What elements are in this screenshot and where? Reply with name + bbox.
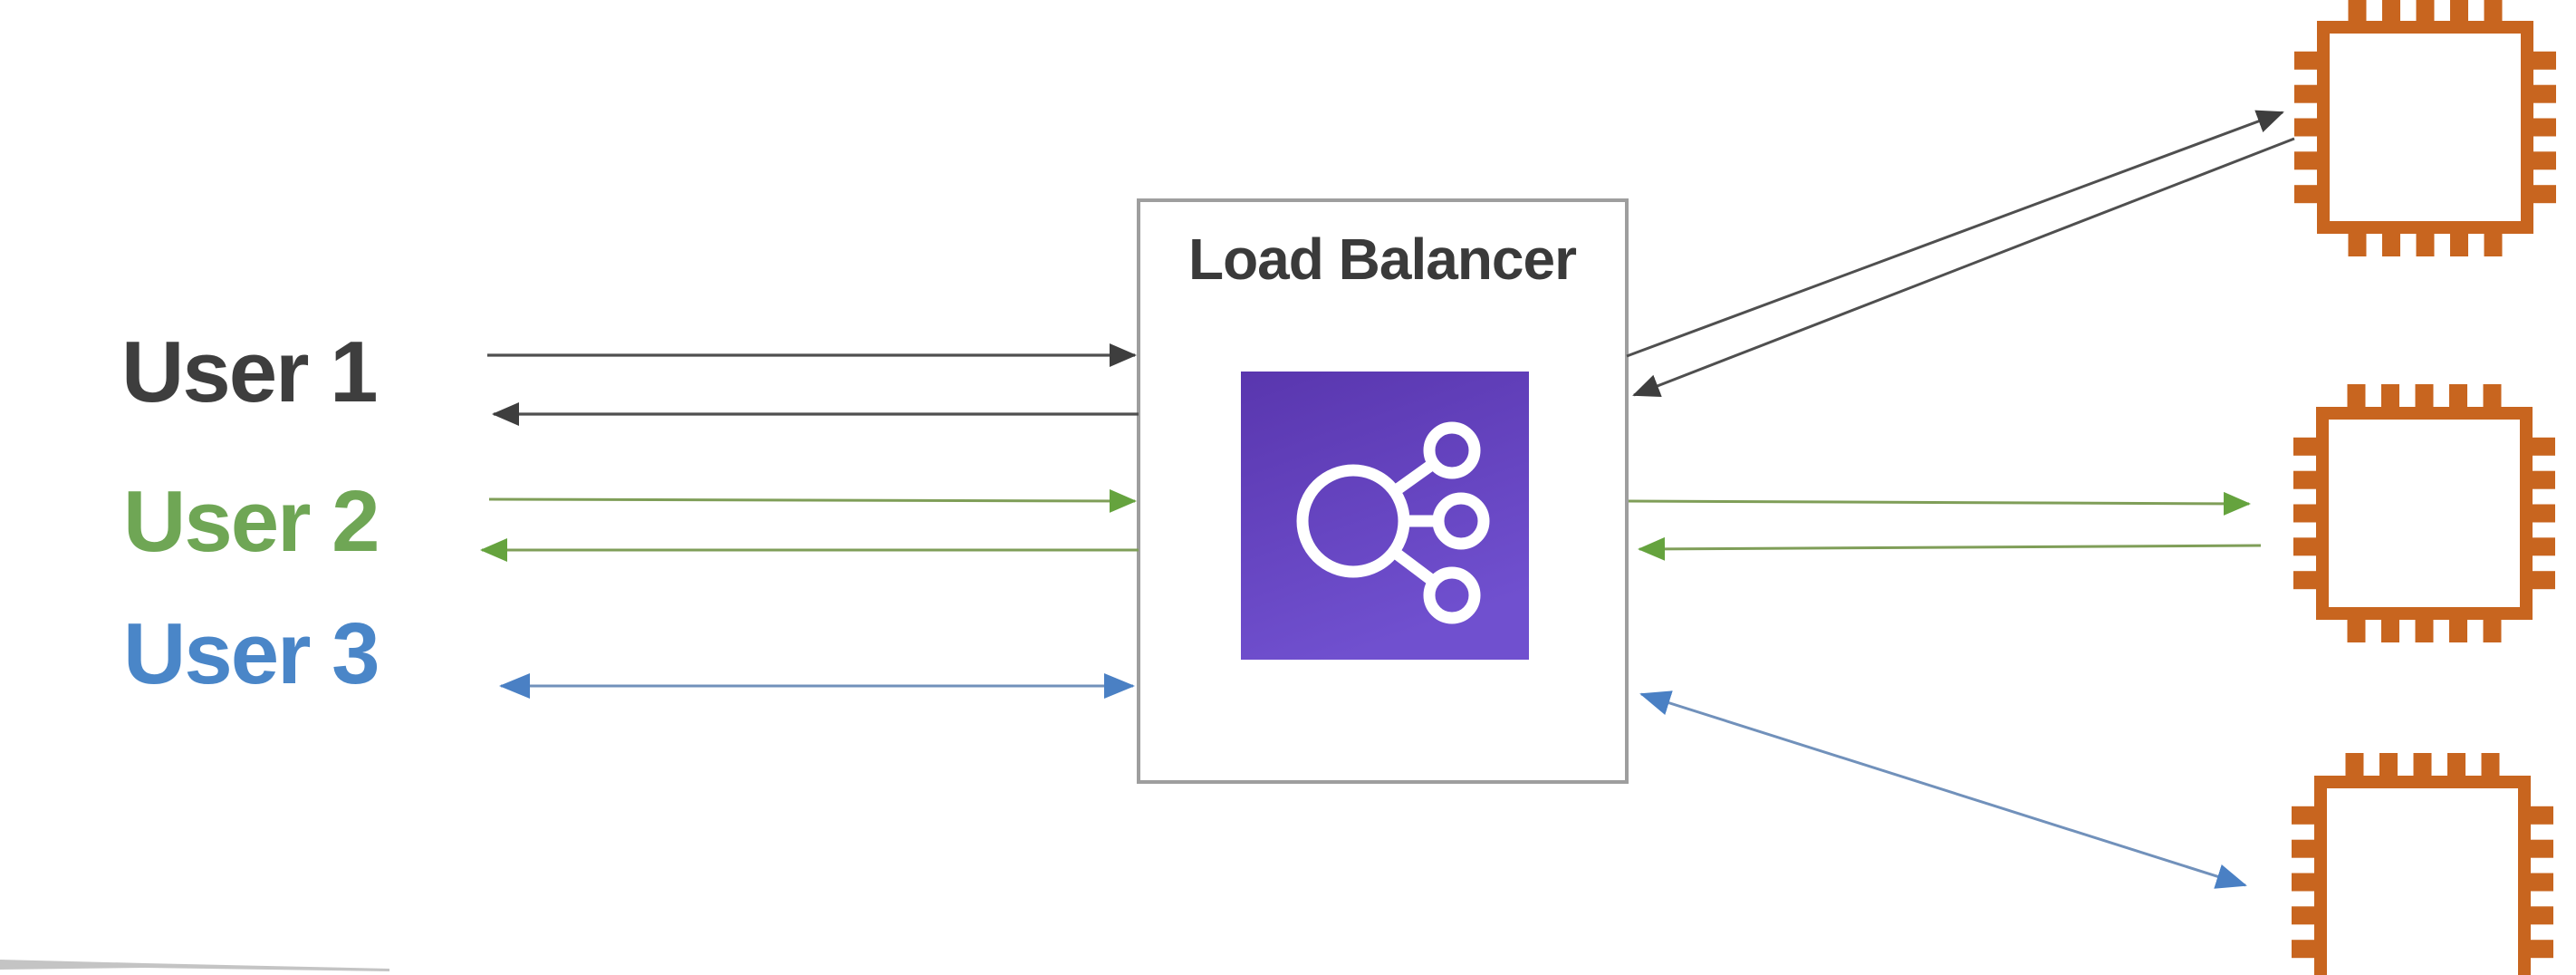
server2-cpu-chip-icon	[2293, 384, 2555, 642]
lb-server1-response-arrow	[1632, 137, 2295, 397]
server3-cpu-chip-icon	[2292, 753, 2553, 975]
server1-cpu-chip-icon	[2294, 0, 2556, 256]
lb-server1-request-arrow	[1626, 110, 2284, 358]
lb-server3-bidirectional-arrow	[1639, 690, 2247, 889]
elastic-load-balancer-icon	[1241, 372, 1529, 660]
user3-label: User 3	[123, 605, 379, 702]
lb-server2-response-arrow	[1638, 536, 2262, 561]
user1-label: User 1	[121, 323, 377, 420]
user2-label: User 2	[123, 473, 379, 570]
bottom-left-edge-artifact	[0, 960, 389, 971]
user2-request-arrow	[488, 488, 1137, 513]
load-balancer-title: Load Balancer	[1188, 227, 1576, 292]
lb-server2-request-arrow	[1628, 491, 2251, 516]
